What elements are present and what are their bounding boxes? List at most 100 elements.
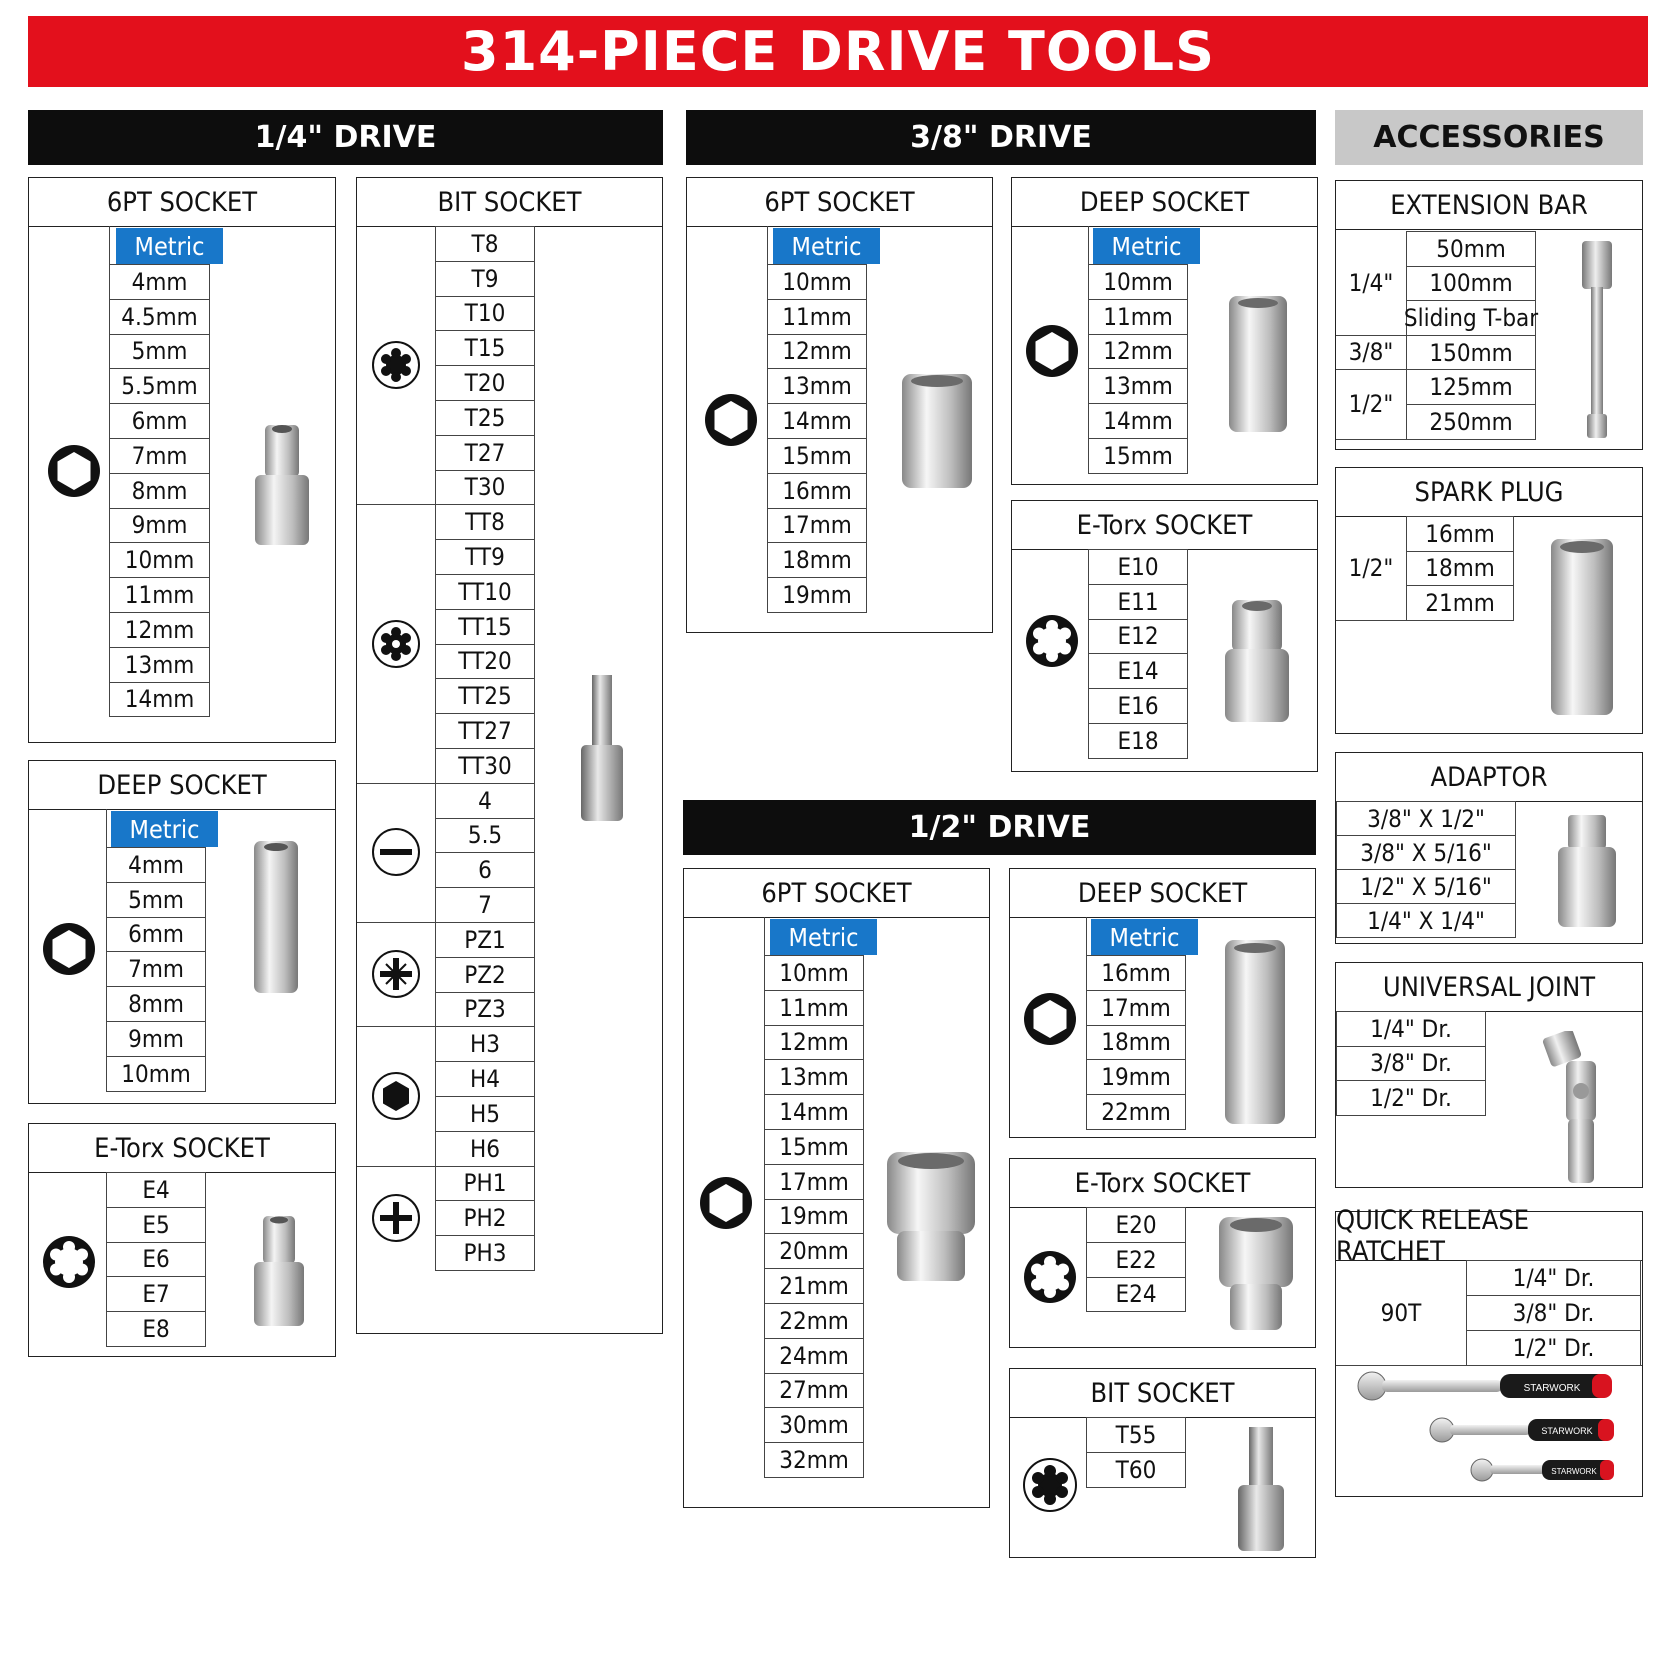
size-cell: PH1 <box>435 1165 535 1202</box>
size-cell: E4 <box>106 1172 206 1208</box>
deep-socket-image <box>1226 293 1290 439</box>
column-divider <box>1088 549 1089 758</box>
size-cell: 7 <box>435 887 535 923</box>
size-cell: 6 <box>435 852 535 889</box>
size-cell: T27 <box>435 434 535 471</box>
size-cell: TT15 <box>435 608 535 645</box>
size-cell: 16mm <box>1086 955 1186 991</box>
size-cell: 3/8" X 1/2" <box>1336 801 1516 836</box>
size-cell: 27mm <box>764 1372 864 1409</box>
half-drive-header: 1/2" DRIVE <box>683 800 1316 855</box>
adaptor-image <box>1554 813 1620 935</box>
size-cell: H5 <box>435 1096 535 1132</box>
size-cell: 14mm <box>1088 403 1188 439</box>
bit-socket-image <box>577 673 627 827</box>
size-cell: 22mm <box>764 1303 864 1339</box>
etorx-socket-image <box>1222 597 1292 729</box>
deep-socket-image <box>1222 937 1288 1131</box>
etorx-socket-image <box>1216 1214 1296 1338</box>
size-cell: T25 <box>435 400 535 436</box>
group-divider <box>357 922 435 923</box>
size-cell: TT25 <box>435 678 535 715</box>
size-cell: 6mm <box>109 403 210 439</box>
size-cell: 22mm <box>1086 1094 1186 1130</box>
size-cell: T10 <box>435 295 535 332</box>
size-cell: 125mm <box>1406 369 1536 405</box>
svg-text:STARWORK: STARWORK <box>1524 1383 1581 1394</box>
size-cell: 12mm <box>764 1024 864 1061</box>
size-cell: 5.5mm <box>109 368 210 405</box>
column-divider <box>435 226 436 1270</box>
size-cell: TT20 <box>435 643 535 680</box>
etorx-socket-icon <box>1024 613 1080 673</box>
size-cell: 11mm <box>767 298 867 335</box>
pozidriv-icon <box>371 949 421 1003</box>
panel-title: 6PT SOCKET <box>687 178 992 227</box>
extension-bar-image <box>1576 239 1618 445</box>
size-cell: E10 <box>1088 549 1188 585</box>
size-cell: 6mm <box>106 916 206 953</box>
hex-socket-icon <box>703 392 759 452</box>
size-cell: 12mm <box>767 333 867 370</box>
size-cell: 9mm <box>109 507 210 544</box>
panel-title: UNIVERSAL JOINT <box>1336 963 1642 1012</box>
size-cell: TT27 <box>435 713 535 749</box>
size-cell: Sliding T-bar <box>1404 300 1538 336</box>
slotted-icon <box>371 827 421 881</box>
accessories-header: ACCESSORIES <box>1335 110 1643 165</box>
torx-icon <box>1022 1457 1078 1517</box>
size-cell: 150mm <box>1406 334 1536 371</box>
size-cell: 13mm <box>109 646 210 683</box>
size-cell: 14mm <box>764 1094 864 1130</box>
panel-title: 6PT SOCKET <box>684 869 989 918</box>
size-cell: 50mm <box>1406 231 1536 267</box>
size-cell: H3 <box>435 1026 535 1063</box>
size-cell: 1/2" Dr. <box>1336 1080 1486 1116</box>
size-cell: 18mm <box>1406 550 1514 587</box>
size-cell: E22 <box>1086 1241 1186 1278</box>
size-cell: PH3 <box>435 1235 535 1271</box>
panel-title: E-Torx SOCKET <box>29 1124 335 1173</box>
hex-socket-icon <box>1024 323 1080 383</box>
size-cell: 8mm <box>106 986 206 1022</box>
size-cell: 5.5 <box>435 817 535 854</box>
group-divider <box>357 504 435 506</box>
bit-socket-image <box>1235 1425 1287 1557</box>
etorx-socket-icon <box>41 1234 97 1294</box>
size-cell: 15mm <box>1088 438 1188 474</box>
size-cell: 4mm <box>109 264 210 300</box>
size-cell: T9 <box>435 260 535 297</box>
size-cell: 16mm <box>1406 516 1514 552</box>
column-divider <box>106 1172 107 1346</box>
page-title: 314-PIECE DRIVE TOOLS <box>28 16 1648 87</box>
size-cell: 17mm <box>767 507 867 544</box>
size-cell: 14mm <box>109 681 210 718</box>
phillips-icon <box>371 1193 421 1247</box>
drive-size-label: 1/2" <box>1348 553 1394 582</box>
size-cell: 8mm <box>109 472 210 509</box>
size-cell: E18 <box>1088 723 1188 759</box>
etorx-socket-icon <box>1022 1249 1078 1309</box>
universal-joint-image <box>1542 1029 1618 1191</box>
size-cell: 19mm <box>767 577 867 613</box>
size-cell: 10mm <box>109 542 210 579</box>
size-cell: 3/8" X 5/16" <box>1336 835 1516 870</box>
size-cell: 18mm <box>1086 1024 1186 1061</box>
size-cell: 1/4" X 1/4" <box>1336 903 1516 938</box>
size-cell: 3/8" Dr. <box>1336 1045 1486 1082</box>
etorx-socket-image <box>251 1214 307 1333</box>
size-cell: T20 <box>435 365 535 401</box>
panel-title: DEEP SOCKET <box>29 761 335 810</box>
metric-label: Metric <box>1093 228 1200 264</box>
size-cell: 13mm <box>767 368 867 405</box>
adaptor-panel: ADAPTOR 3/8" X 1/2"3/8" X 5/16"1/2" X 5/… <box>1335 752 1643 944</box>
column-divider <box>1086 1417 1087 1487</box>
size-cell: 14mm <box>767 403 867 439</box>
